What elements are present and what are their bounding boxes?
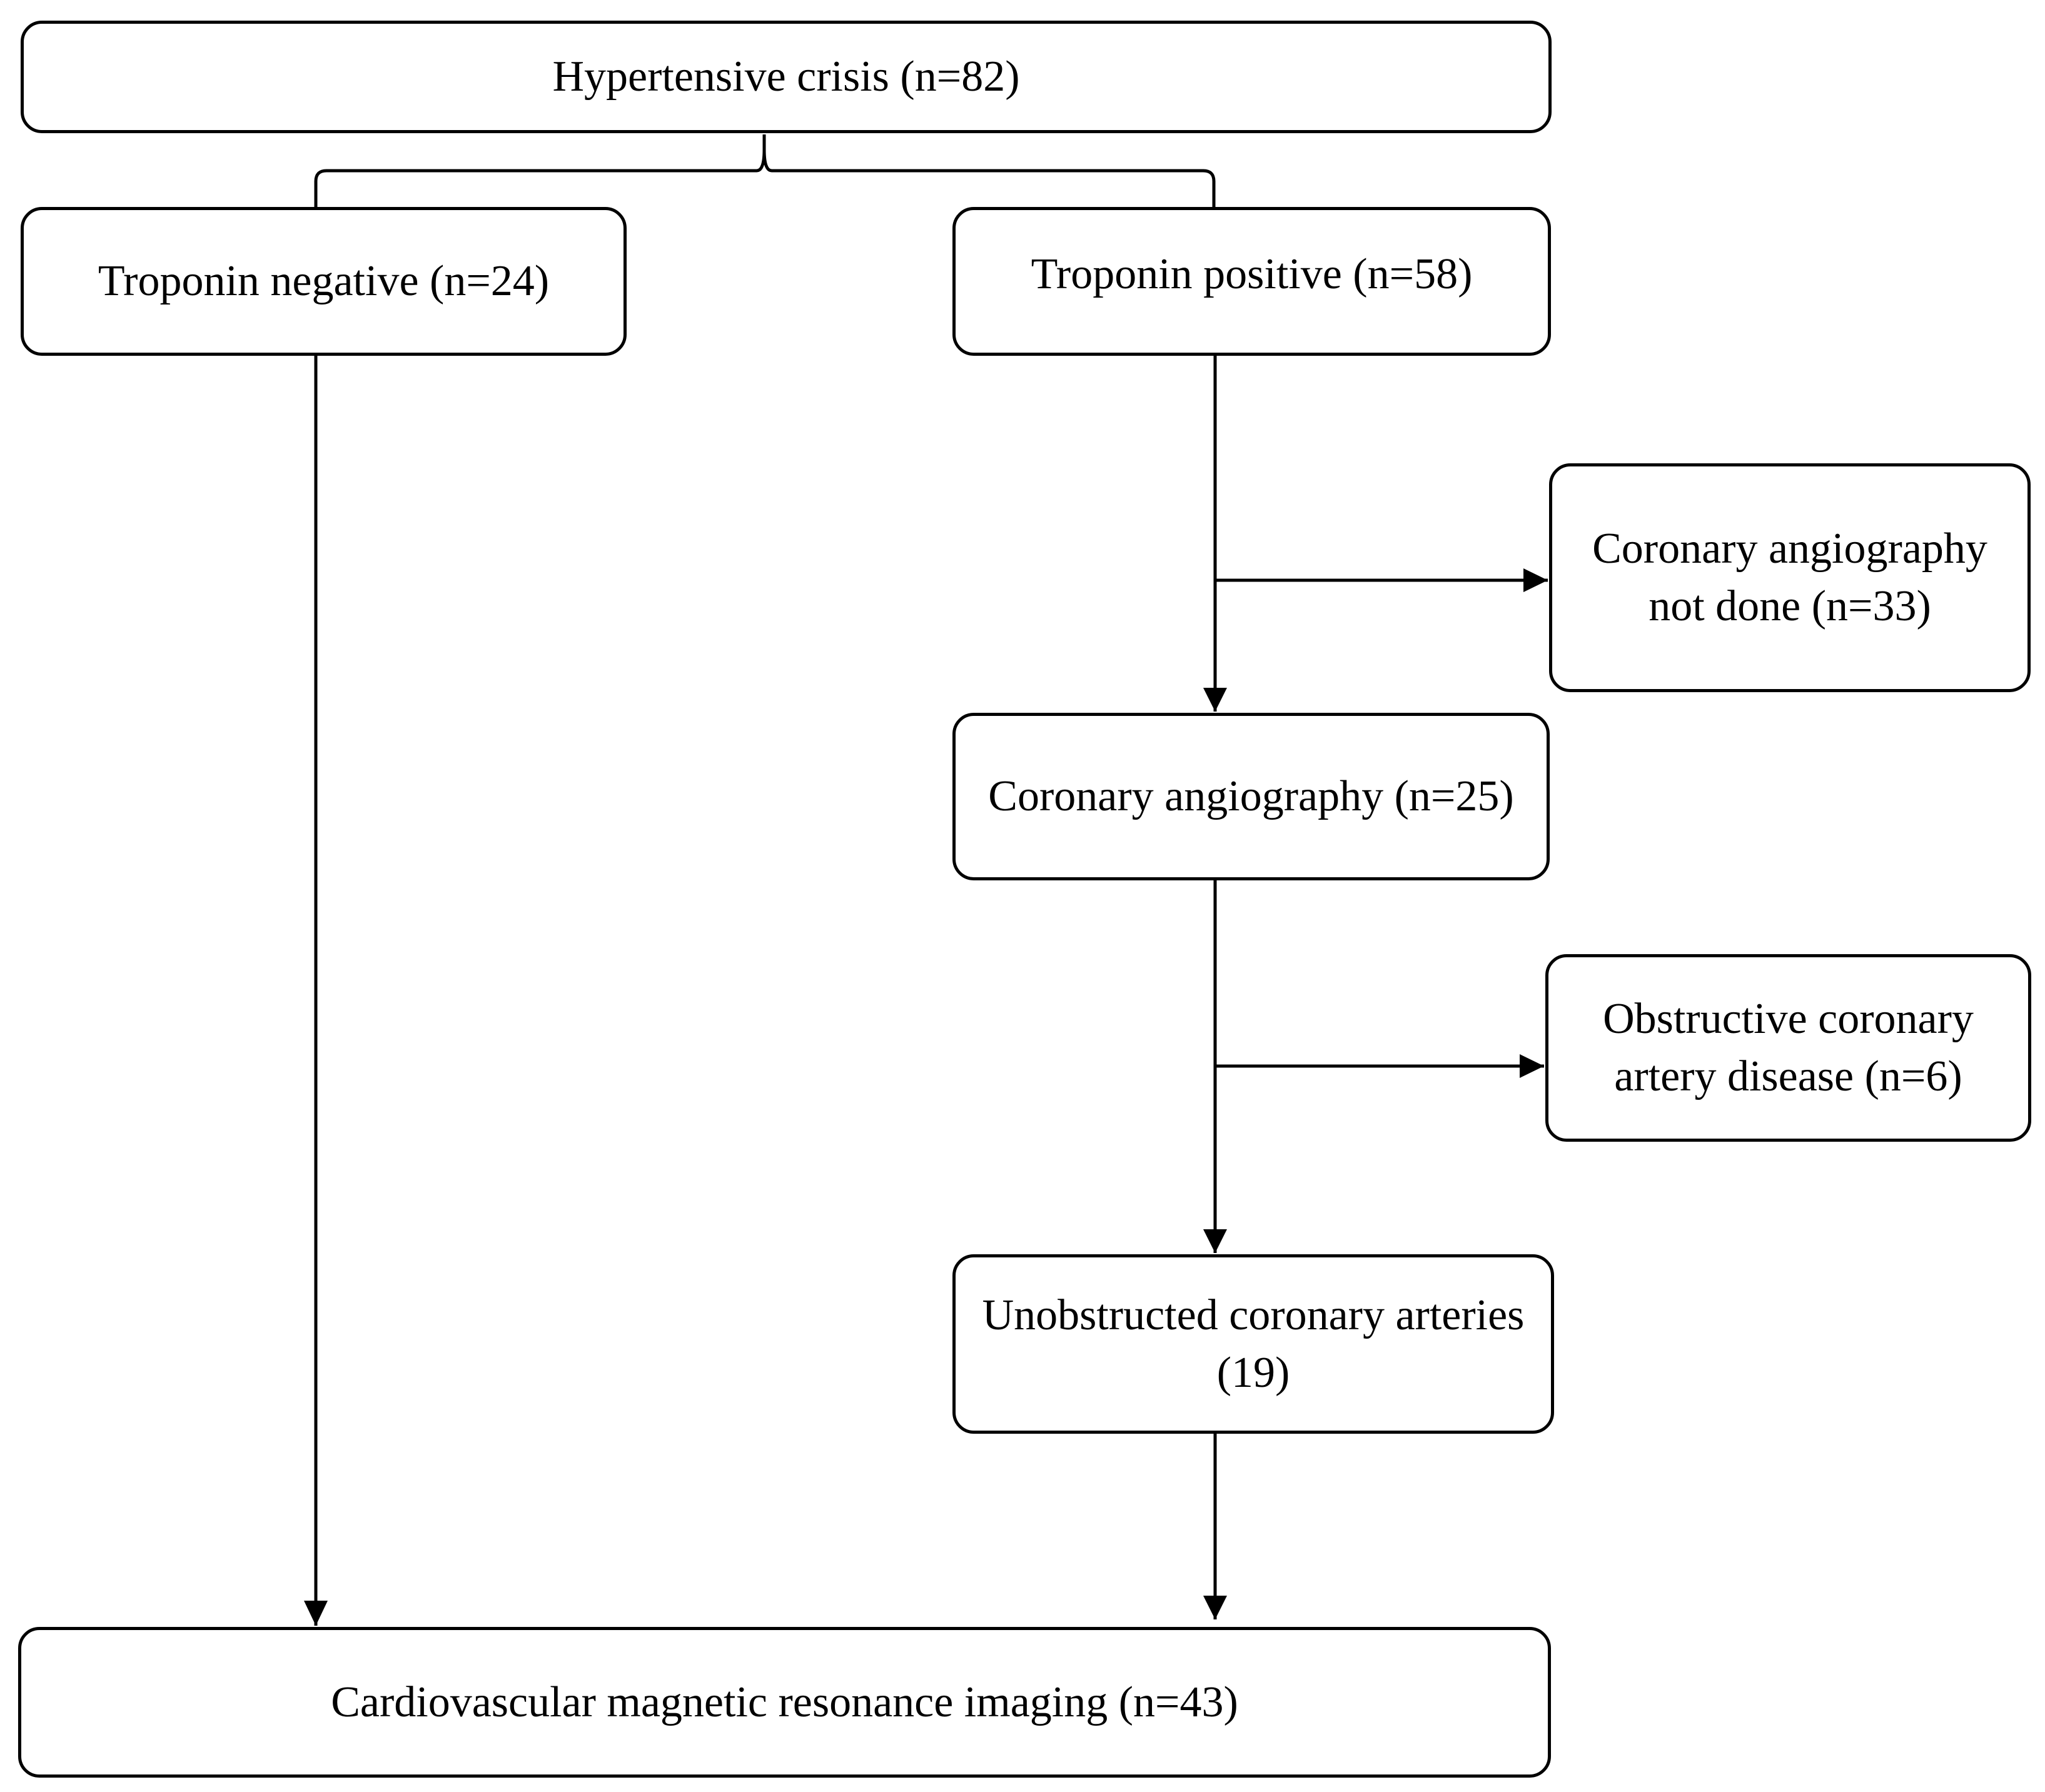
node-hypertensive-crisis: Hypertensive crisis (n=82) xyxy=(21,21,1552,133)
node-label: Coronary angiography (n=25) xyxy=(988,772,1514,820)
node-troponin-negative: Troponin negative (n=24) xyxy=(21,207,627,356)
node-coronary-angiography: Coronary angiography (n=25) xyxy=(952,713,1550,880)
arrowhead-pos-to-angio xyxy=(1203,688,1227,712)
node-label: Unobstructed coronary arteries (19) xyxy=(982,1291,1525,1397)
node-label: Troponin positive (n=58) xyxy=(1031,250,1473,298)
node-label: Hypertensive crisis (n=82) xyxy=(552,53,1020,101)
node-label: Coronary angiography not done (n=33) xyxy=(1592,525,1987,630)
arrowhead-to-obs xyxy=(1520,1054,1544,1078)
node-troponin-positive: Troponin positive (n=58) xyxy=(952,207,1551,356)
node-unobstructed-arteries: Unobstructed coronary arteries (19) xyxy=(952,1254,1554,1434)
arrowhead-to-notdone xyxy=(1523,568,1548,592)
node-obstructive-cad: Obstructive coronary artery disease (n=6… xyxy=(1545,954,2031,1142)
arrowhead-unobs-to-cmr xyxy=(1203,1596,1227,1619)
node-angiography-not-done: Coronary angiography not done (n=33) xyxy=(1549,463,2031,692)
node-cmr-imaging: Cardiovascular magnetic resonance imagin… xyxy=(18,1627,1551,1778)
split-brace xyxy=(314,134,1216,207)
node-label: Cardiovascular magnetic resonance imagin… xyxy=(331,1678,1238,1726)
node-label: Troponin negative (n=24) xyxy=(98,257,550,305)
arrowhead-angio-to-unobs xyxy=(1203,1229,1227,1253)
node-label: Obstructive coronary artery disease (n=6… xyxy=(1603,995,1974,1100)
arrowhead-neg-to-cmr xyxy=(304,1601,328,1626)
